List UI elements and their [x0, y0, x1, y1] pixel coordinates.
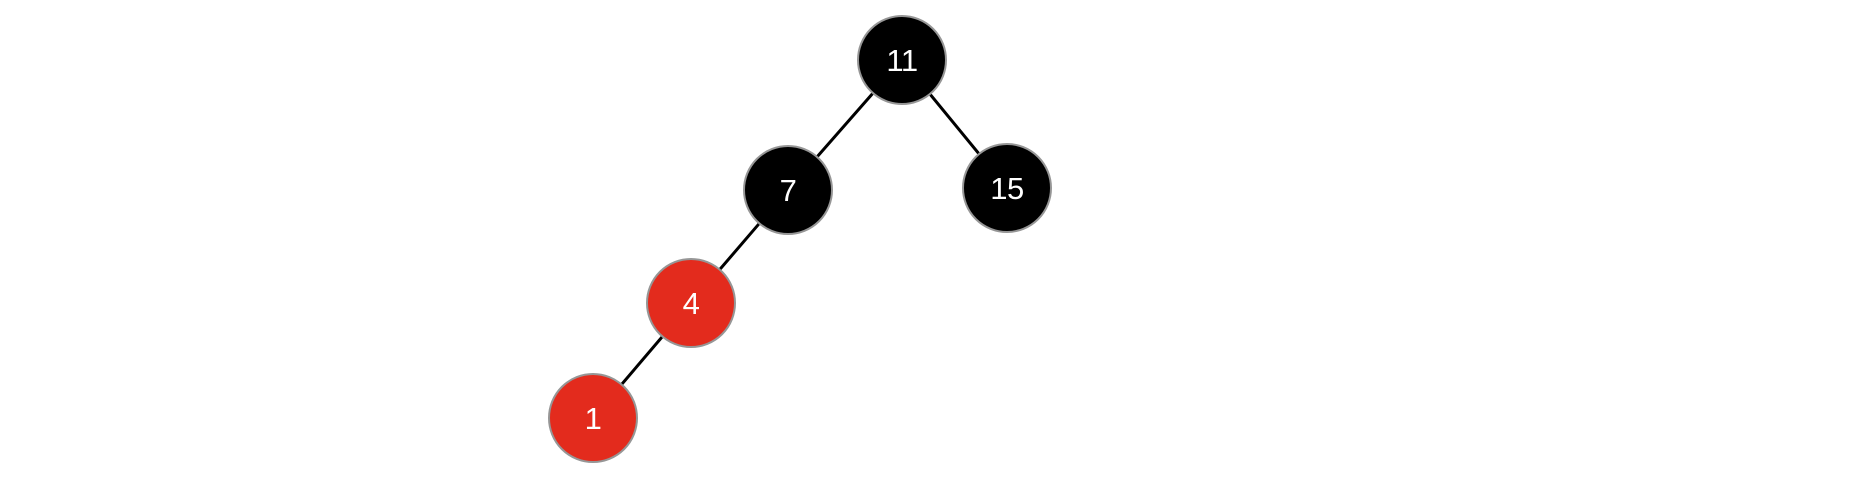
tree-node-7[interactable]: 7	[743, 145, 833, 235]
tree-node-label: 11	[886, 42, 918, 78]
tree-node-label: 1	[584, 400, 602, 436]
tree-node-1[interactable]: 1	[548, 373, 638, 463]
tree-node-4[interactable]: 4	[646, 258, 736, 348]
tree-node-15[interactable]: 15	[962, 143, 1052, 233]
tree-node-11[interactable]: 11	[857, 15, 947, 105]
tree-node-label: 15	[990, 170, 1024, 206]
tree-node-label: 7	[779, 172, 797, 208]
tree-node-label: 4	[682, 285, 700, 321]
